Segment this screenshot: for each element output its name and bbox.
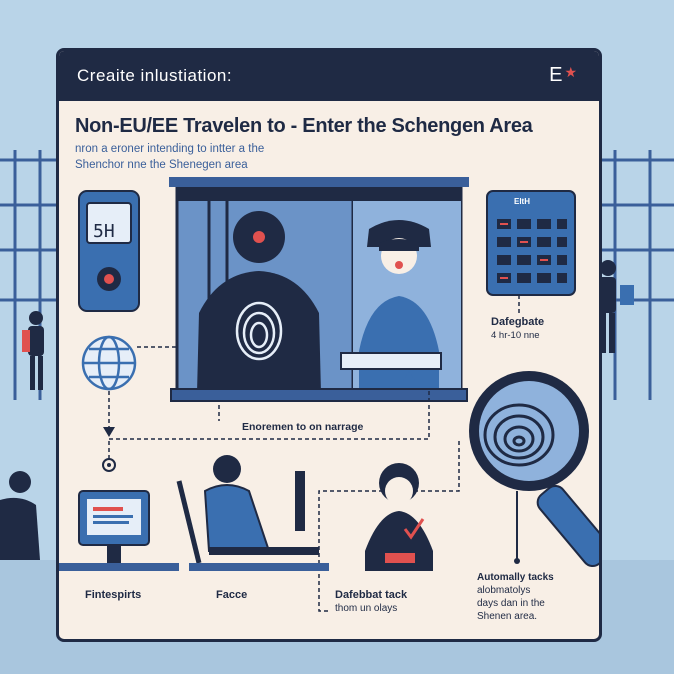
- card-header: Creaite inlustiation: E★: [59, 51, 599, 101]
- tracking-label: Dafebbat tack: [335, 589, 408, 601]
- fingerprint-icon: [483, 403, 555, 467]
- kiosk-device: [78, 190, 140, 312]
- database-sub-label: 4 hr-10 nne: [491, 330, 540, 341]
- database-label: Dafegbate: [491, 316, 545, 328]
- auto-track-line-4: Shenen area.: [477, 611, 538, 622]
- face-label: Facce: [216, 589, 248, 601]
- star-icon: ★: [564, 64, 577, 80]
- auto-track-note: Automally tacks alobmatolys days dan in …: [477, 571, 587, 623]
- infographic-card: Creaite inlustiation: E★ Non-EU/EE Trave…: [56, 48, 602, 642]
- auto-track-line-3: days dan in the: [477, 598, 545, 609]
- traveler-bottom-left: [0, 471, 40, 560]
- data-tracking-officer: [365, 463, 433, 571]
- kiosk-display-text: 5H: [93, 221, 115, 242]
- header-badge: E★: [549, 64, 577, 86]
- page-title: Non-EU/EE Travelen to - Enter the Scheng…: [75, 115, 533, 137]
- globe-icon: [81, 335, 137, 391]
- subtitle-line-2: Shenchor nne the Shenegen area: [75, 159, 248, 171]
- panel-label: EltH: [514, 197, 530, 206]
- face-capture-station: [176, 455, 329, 571]
- illustration: [59, 177, 599, 612]
- tracking-sub-label: thom un olays: [335, 603, 398, 614]
- flow-label: Enoremen to on narrage: [242, 421, 364, 433]
- border-control-booth: [169, 177, 469, 402]
- magnifying-glass-icon: [469, 371, 599, 568]
- traveler-left: [22, 311, 44, 390]
- fingerprint-station: [59, 490, 179, 571]
- auto-track-line-2: alobmatolys: [477, 585, 531, 596]
- traveler-right: [598, 260, 634, 353]
- subtitle: nron a eroner intending to intter a the …: [75, 141, 475, 173]
- terminal-window-right: [596, 150, 674, 400]
- fingerprints-label: Fintespirts: [85, 589, 142, 601]
- info-panel: [486, 190, 576, 296]
- subtitle-line-1: nron a eroner intending to intter a the: [75, 143, 265, 155]
- fingerprint-icon: [235, 301, 283, 361]
- header-label: Creaite inlustiation:: [77, 66, 233, 85]
- auto-track-line-1: Automally tacks: [477, 572, 554, 583]
